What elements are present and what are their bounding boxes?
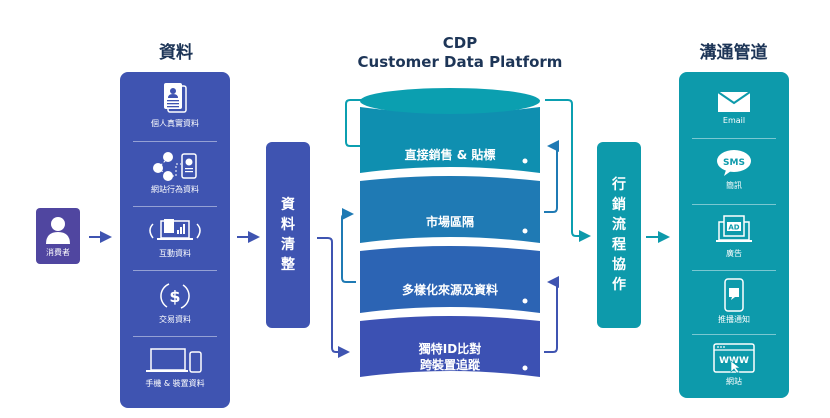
channels-heading: 溝通管道 <box>699 43 768 63</box>
marketing-char: 作 <box>612 277 626 293</box>
channel-label: 推播通知 <box>718 315 750 324</box>
data-sources-panel: 個人真實資料 網站行為資料 互動資料 $ <box>120 72 230 408</box>
loop-top-left <box>345 99 366 147</box>
data-source-label: 互動資料 <box>159 249 191 258</box>
cdp-layer-3 <box>360 246 540 313</box>
cdp-layer-4-label: 獨特ID比對 跨裝置追蹤 <box>355 341 545 373</box>
cdp-title: CDP <box>442 34 478 52</box>
divider <box>692 138 776 139</box>
data-source-label: 網站行為資料 <box>151 185 199 194</box>
cdp-top <box>360 88 540 114</box>
cdp-layer-4-line1: 獨特ID比對 <box>418 342 482 356</box>
consumer-label: 消費者 <box>46 248 70 257</box>
marketing-char: 銷 <box>612 197 626 213</box>
data-source-label: 個人真實資料 <box>151 119 199 128</box>
channel-item: 推播通知 <box>679 278 789 325</box>
network-analytics-icon <box>153 152 197 181</box>
data-source-item: 網站行為資料 <box>120 150 230 195</box>
layer-dot <box>522 158 528 164</box>
divider <box>692 334 776 335</box>
cleaning-char: 料 <box>281 217 295 233</box>
arrow-cleaning-to-cdp <box>317 237 350 358</box>
sms-bubble-icon: SMS <box>717 150 751 176</box>
laptop-sync-icon <box>149 219 201 240</box>
channel-label: 簡訊 <box>726 181 742 190</box>
cdp-heading: CDP Customer Data Platform <box>330 34 590 72</box>
loop-right-upper <box>544 140 559 213</box>
www-badge-text: WWW <box>719 356 749 366</box>
cdp-layer-2 <box>360 176 540 243</box>
data-source-item: 互動資料 <box>120 216 230 259</box>
cdp-layer-4-line2: 跨裝置追蹤 <box>419 358 480 372</box>
data-cleaning-box: 資 料 清 整 <box>266 142 310 328</box>
cdp-cylinder <box>360 88 540 377</box>
browser-www-icon: WWW <box>713 343 755 374</box>
layer-dot <box>522 228 528 234</box>
divider <box>133 336 217 337</box>
channel-item: SMS 簡訊 <box>679 148 789 191</box>
person-icon <box>46 217 70 244</box>
dollar-cycle-icon: $ <box>160 283 190 309</box>
arrow-cdp-to-marketing <box>545 99 591 242</box>
phone-notification-icon <box>724 278 744 312</box>
channel-item: Email <box>679 90 789 125</box>
envelope-icon <box>717 91 751 112</box>
marketing-char: 協 <box>612 257 626 273</box>
channel-item: AD 廣告 <box>679 214 789 259</box>
data-source-label: 手機 & 裝置資料 <box>145 379 205 388</box>
marketing-char: 流 <box>612 217 626 233</box>
data-source-item: 手機 & 裝置資料 <box>120 346 230 389</box>
consumer-box: 消費者 <box>36 208 80 264</box>
divider <box>692 204 776 205</box>
layer-dot <box>522 298 528 304</box>
channels-panel: Email SMS 簡訊 AD 廣告 推播通知 <box>679 72 789 398</box>
cleaning-char: 清 <box>281 237 295 253</box>
divider <box>692 270 776 271</box>
cleaning-char: 資 <box>281 197 295 213</box>
loop-right-lower <box>544 276 559 353</box>
cdp-layer-2-label: 市場區隔 <box>425 215 474 229</box>
cdp-layer-1 <box>360 107 540 173</box>
marketing-char: 程 <box>612 237 626 253</box>
cdp-layer-1-label: 直接銷售 & 貼標 <box>404 148 496 162</box>
data-heading: 資料 <box>159 43 193 63</box>
marketing-orchestration-box: 行 銷 流 程 協 作 <box>597 142 641 328</box>
divider <box>133 141 217 142</box>
ad-badge-text: AD <box>728 224 739 232</box>
cdp-layer-4 <box>360 316 540 377</box>
ad-window-icon: AD <box>716 215 752 242</box>
profile-document-icon <box>164 83 187 113</box>
svg-text:$: $ <box>169 287 180 306</box>
devices-icon <box>146 348 202 373</box>
loop-mid-left <box>341 208 356 283</box>
channel-item: WWW 網站 <box>679 342 789 387</box>
layer-dot <box>522 365 528 371</box>
cdp-layer-3-label: 多樣化來源及資料 <box>401 283 498 297</box>
channel-label: 廣告 <box>726 249 742 258</box>
data-source-label: 交易資料 <box>159 315 191 324</box>
cleaning-char: 整 <box>281 257 295 273</box>
divider <box>133 206 217 207</box>
data-source-item: 個人真實資料 <box>120 82 230 129</box>
sms-badge-text: SMS <box>723 158 745 168</box>
channel-label: 網站 <box>726 377 742 386</box>
channel-label: Email <box>722 116 746 125</box>
data-source-item: $ 交易資料 <box>120 280 230 325</box>
cdp-subtitle: Customer Data Platform <box>357 53 563 71</box>
divider <box>133 270 217 271</box>
marketing-char: 行 <box>612 177 626 193</box>
